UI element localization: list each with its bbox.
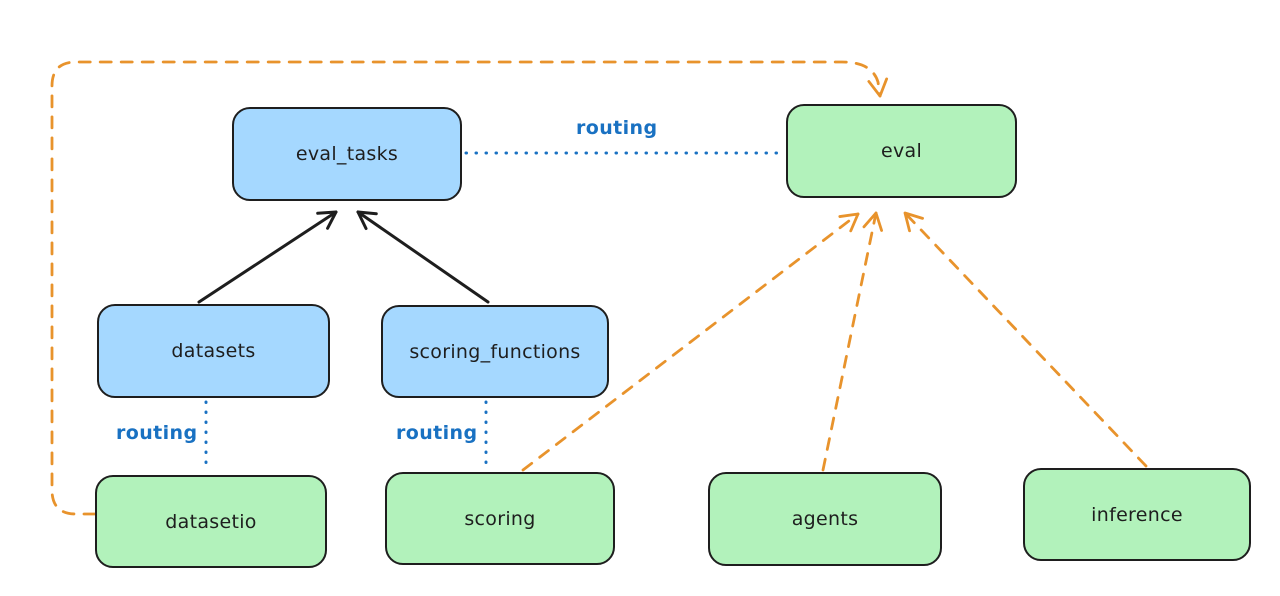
node-eval: eval — [786, 104, 1017, 198]
node-datasetio: datasetio — [95, 475, 327, 568]
node-scoring: scoring — [385, 472, 615, 565]
node-eval-tasks-label: eval_tasks — [295, 143, 399, 165]
edge-datasetio-to-eval — [50, 60, 889, 516]
node-datasets-label: datasets — [171, 340, 256, 362]
routing-label-eval-tasks-eval: routing — [576, 117, 658, 139]
node-datasetio-label: datasetio — [165, 510, 257, 533]
node-inference: inference — [1023, 468, 1251, 561]
edge-scoring_functions-to-eval_tasks — [356, 210, 490, 304]
edge-agents-to-eval — [821, 211, 883, 472]
edge-datasets-to-eval_tasks — [197, 210, 338, 304]
routing-label-datasets-datasetio: routing — [116, 422, 198, 444]
node-scoring-label: scoring — [464, 507, 536, 530]
node-scoring-functions: scoring_functions — [381, 305, 609, 398]
node-agents: agents — [708, 472, 942, 566]
node-eval-tasks: eval_tasks — [232, 107, 462, 201]
node-inference-label: inference — [1091, 503, 1183, 526]
routing-label-scoring-functions-scoring: routing — [396, 422, 478, 444]
node-datasets: datasets — [97, 304, 330, 398]
edge-inference-to-eval — [903, 211, 1148, 468]
node-eval-label: eval — [880, 140, 923, 162]
node-agents-label: agents — [791, 508, 859, 530]
node-scoring-functions-label: scoring_functions — [409, 340, 581, 363]
